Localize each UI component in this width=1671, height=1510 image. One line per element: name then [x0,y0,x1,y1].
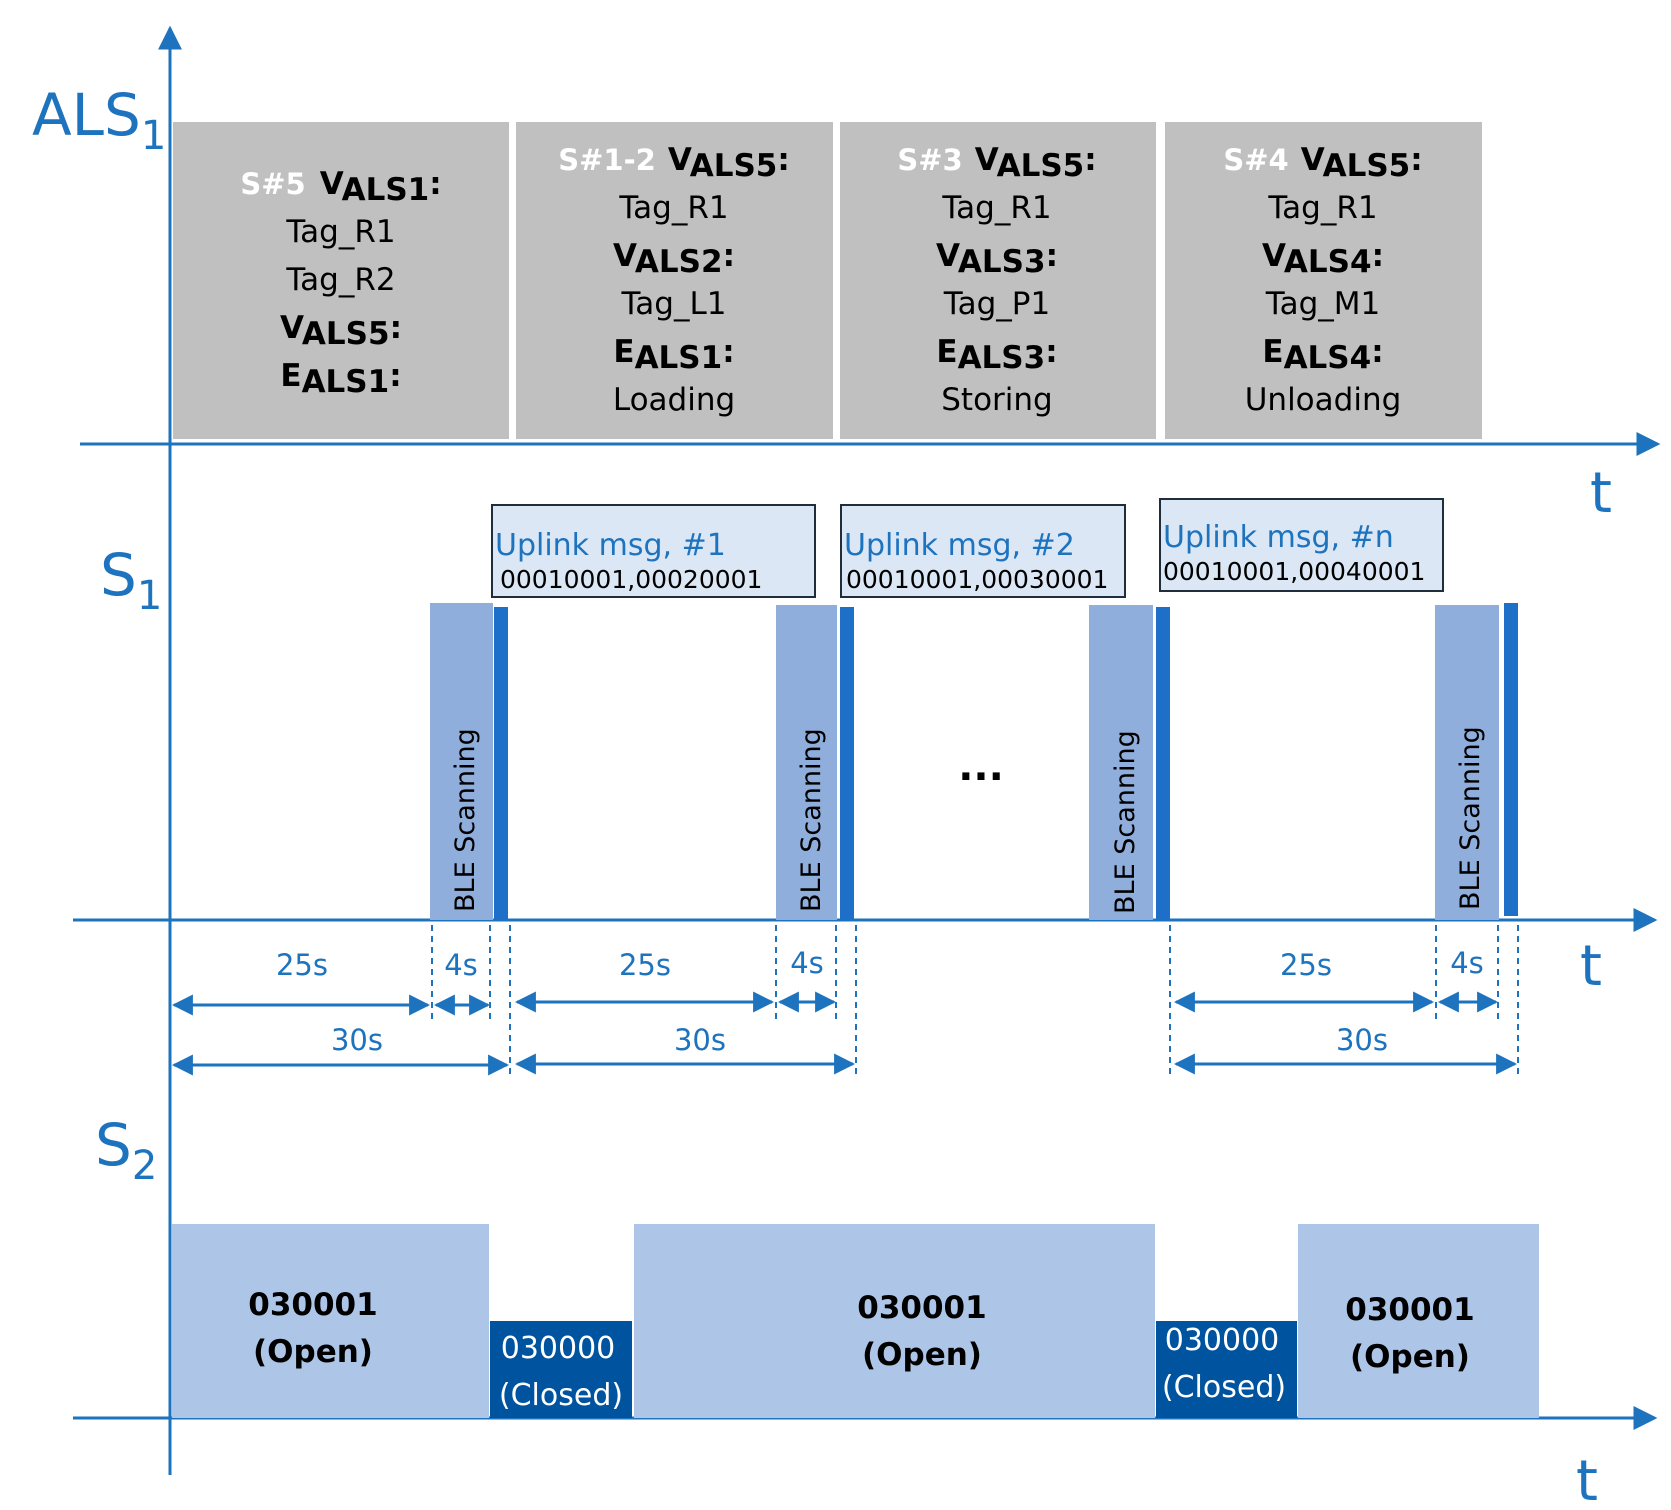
uplink-msg-1-code: 00010001,00020001 [500,565,762,594]
als-block-3 [840,122,1156,439]
duration-wait-3: 25s [1280,948,1332,982]
ble-scan-2-label: BLE Scanning [796,728,827,912]
s2-state-1-label: (Open) [253,1334,373,1370]
s2-state-2-label: (Closed) [499,1378,623,1413]
ble-scan-2: BLE Scanning [776,605,854,920]
als-block-4-line-5: EALS4: [1262,334,1383,376]
s1-t-label: t [1580,934,1602,999]
uplink-msg-1: Uplink msg, #1 00010001,00020001 [491,504,816,598]
uplink-msg-1-title: Uplink msg, #1 [495,528,726,563]
als-axis-label: ALS1 [32,81,166,159]
s2-state-2-code: 030000 [501,1331,616,1366]
als-block-3-line-6: Storing [941,382,1052,418]
als-block-1 [173,122,509,439]
duration-scan-1: 4s [444,948,478,982]
als-block-2-line-2: Tag_R1 [618,190,728,226]
als-block-1-line-2: Tag_R1 [285,214,395,250]
uplink-msg-n-code: 00010001,00040001 [1163,557,1425,586]
als-block-1-line-3: Tag_R2 [285,262,395,298]
als-block-4-line-4: Tag_M1 [1265,286,1380,322]
als-block-3-line-3: VALS3: [936,238,1058,280]
duration-cycle-3: 30s [1336,1023,1388,1057]
als-block-1-line-5: EALS1: [280,358,401,400]
s2-state-4: 030000 (Closed) [1156,1321,1297,1418]
als-block-2 [516,122,833,439]
duration-cycle-1: 30s [331,1023,383,1057]
als-block-3-line-2: Tag_R1 [941,190,1051,226]
als-block-1-line-4: VALS5: [280,310,402,352]
s2-state-4-label: (Closed) [1162,1370,1286,1405]
ellipsis: ... [958,744,1004,790]
s2-state-2: 030000 (Closed) [490,1321,632,1418]
als-block-3-line-5: EALS3: [936,334,1057,376]
uplink-msg-n: Uplink msg, #n 00010001,00040001 [1159,498,1444,592]
s2-state-3: 030001 (Open) [634,1224,1155,1418]
s2-state-1-code: 030001 [248,1287,377,1323]
s2-t-label: t [1576,1449,1598,1510]
uplink-msg-2: Uplink msg, #2 00010001,00030001 [840,504,1126,598]
als-block-2-line-6: Loading [613,382,735,418]
ble-scan-3-label: BLE Scanning [1110,730,1141,914]
duration-scan-3: 4s [1450,946,1484,980]
s2-axis-label: S2 [95,1111,157,1189]
als-block-2-line-5: EALS1: [613,334,734,376]
ble-scan-1-label: BLE Scanning [450,728,481,912]
als-block-2-line-4: Tag_L1 [621,286,727,322]
duration-arrows [171,991,1518,1076]
ble-scan-1: BLE Scanning [430,603,508,920]
uplink-msg-2-code: 00010001,00030001 [846,565,1108,594]
s2-state-3-label: (Open) [862,1337,982,1373]
s2-state-5-code: 030001 [1345,1292,1474,1328]
uplink-msg-2-title: Uplink msg, #2 [844,528,1075,563]
als-block-4-line-3: VALS4: [1262,238,1384,280]
s2-state-5: 030001 (Open) [1298,1224,1539,1418]
s2-state-4-code: 030000 [1165,1323,1280,1358]
als-block-4-line-2: Tag_R1 [1267,190,1377,226]
duration-cycle-2: 30s [674,1023,726,1057]
ble-scan-4: BLE Scanning [1435,603,1518,920]
s2-state-3-code: 030001 [857,1290,986,1326]
duration-wait-2: 25s [619,948,671,982]
s2-state-1: 030001 (Open) [172,1224,489,1418]
als-block-2-line-3: VALS2: [613,238,735,280]
uplink-msg-n-title: Uplink msg, #n [1163,520,1394,555]
ble-scan-4-label: BLE Scanning [1455,726,1486,910]
als-block-3-line-4: Tag_P1 [943,286,1050,322]
als-t-label: t [1590,461,1612,526]
duration-scan-2: 4s [790,946,824,980]
als-block-4 [1165,122,1482,439]
ble-scan-3: BLE Scanning [1089,605,1170,920]
duration-wait-1: 25s [276,948,328,982]
s2-state-5-label: (Open) [1350,1339,1470,1375]
als-block-4-line-6: Unloading [1245,382,1402,418]
s1-axis-label: S1 [100,541,162,619]
